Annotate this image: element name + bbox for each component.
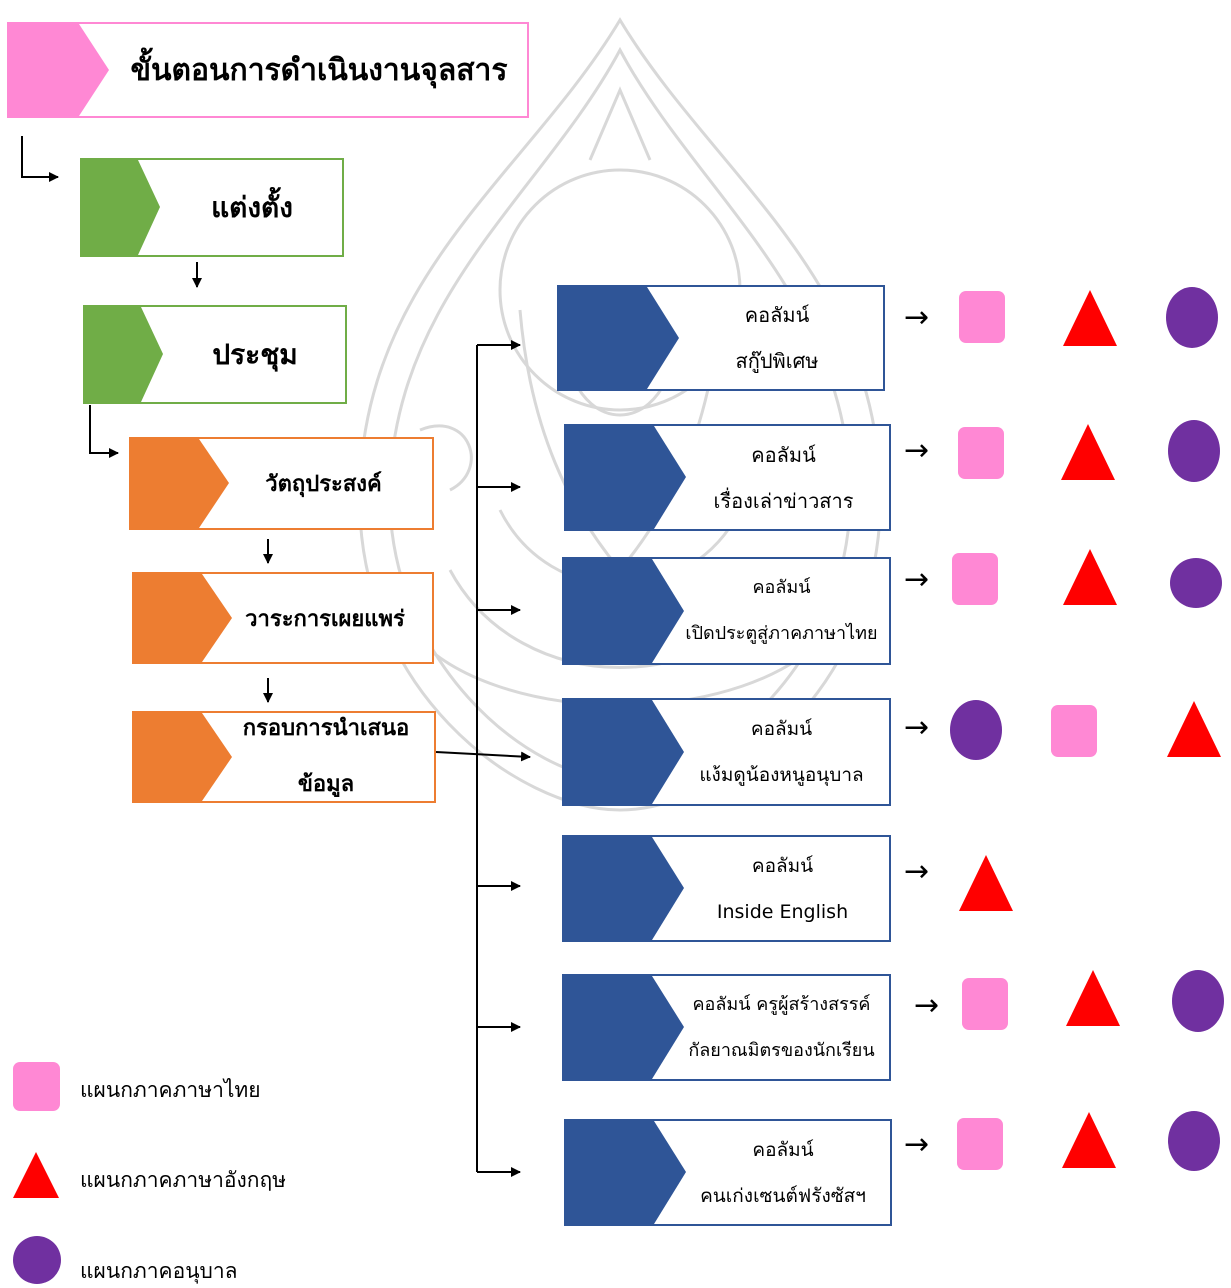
english-dept-triangle <box>959 855 1013 911</box>
column-text: คอลัมน์ สกู๊ปพิเศษ <box>669 287 885 389</box>
column-text: คอลัมน์ ครูผู้สร้างสรรค์ กัลยาณมิตรของนั… <box>672 976 891 1079</box>
meeting-chevron <box>85 307 163 402</box>
column-line2: คนเก่งเซนต์ฟรังซัสฯ <box>700 1184 866 1207</box>
arrow-icon: → <box>904 854 930 889</box>
column-line1: คอลัมน์ <box>752 577 811 598</box>
english-dept-triangle <box>1167 701 1221 757</box>
column-line1: คอลัมน์ <box>750 718 813 740</box>
column-chevron <box>566 426 686 529</box>
english-dept-triangle <box>1063 549 1117 605</box>
page-title: ขั้นตอนการดำเนินงานจุลสาร <box>130 52 508 88</box>
column-chevron <box>564 559 684 663</box>
column-line1: คอลัมน์ <box>751 442 816 467</box>
column-line1: คอลัมน์ <box>752 1138 814 1161</box>
column-line2: เรื่องเล่าข่าวสาร <box>713 488 854 513</box>
arrow-icon: → <box>904 300 930 335</box>
legend-circle-icon <box>13 1236 61 1284</box>
column-box: คอลัมน์ แง้มดูน้องหนูอนุบาล <box>562 698 891 806</box>
arrow-icon: → <box>904 710 930 745</box>
thai-dept-square <box>959 291 1005 343</box>
agenda-label: วาระการเผยแพร่ <box>245 606 405 632</box>
column-line2: สกู๊ปพิเศษ <box>735 349 819 373</box>
column-chevron <box>559 287 679 389</box>
english-dept-triangle <box>1061 424 1115 480</box>
column-text: คอลัมน์ เรื่องเล่าข่าวสาร <box>676 426 891 529</box>
step-agenda: วาระการเผยแพร่ <box>132 572 434 664</box>
kindergarten-dept-circle <box>950 700 1002 760</box>
column-text: คอลัมน์ แง้มดูน้องหนูอนุบาล <box>672 700 891 804</box>
legend-label-thai: แผนกภาคภาษาไทย <box>80 1078 261 1102</box>
arrow-icon: → <box>904 433 930 468</box>
column-line1: คอลัมน์ ครูผู้สร้างสรรค์ <box>692 993 871 1015</box>
framework-line1: กรอบการนำเสนอ <box>242 716 410 741</box>
legend-triangle-icon <box>13 1152 59 1198</box>
appoint-chevron <box>82 160 160 255</box>
legend-label-kindergarten: แผนกภาคอนุบาล <box>80 1259 238 1283</box>
column-text: คอลัมน์ คนเก่งเซนต์ฟรังซัสฯ <box>674 1121 892 1224</box>
kindergarten-dept-circle <box>1168 420 1220 482</box>
column-box: คอลัมน์ ครูผู้สร้างสรรค์ กัลยาณมิตรของนั… <box>562 974 891 1081</box>
agenda-chevron <box>134 574 232 662</box>
kindergarten-dept-circle <box>1168 1111 1220 1171</box>
column-chevron <box>564 837 684 940</box>
step-meeting: ประชุม <box>83 305 347 404</box>
column-chevron <box>564 976 684 1079</box>
framework-label: กรอบการนำเสนอ ข้อมูล <box>214 713 438 801</box>
step-objective: วัตถุประสงค์ <box>129 437 434 530</box>
column-line1: คอลัมน์ <box>751 854 814 877</box>
column-box: คอลัมน์ Inside English <box>562 835 891 942</box>
thai-dept-square <box>958 427 1004 479</box>
legend-square-icon <box>13 1062 60 1111</box>
objective-chevron <box>131 439 229 528</box>
legend-label-english: แผนกภาคภาษาอังกฤษ <box>80 1168 287 1192</box>
arrow-icon: → <box>904 1127 930 1162</box>
english-dept-triangle <box>1066 970 1120 1026</box>
column-box: คอลัมน์ เรื่องเล่าข่าวสาร <box>564 424 891 531</box>
column-chevron <box>564 700 684 804</box>
step-appoint: แต่งตั้ง <box>80 158 344 257</box>
column-box: คอลัมน์ สกู๊ปพิเศษ <box>557 285 885 391</box>
title-box: ขั้นตอนการดำเนินงานจุลสาร <box>7 22 529 118</box>
objective-label: วัตถุประสงค์ <box>265 472 382 497</box>
title-chevron <box>9 24 109 116</box>
column-line2: กัลยาณมิตรของนักเรียน <box>688 1039 875 1061</box>
thai-dept-square <box>957 1118 1003 1170</box>
framework-line2: ข้อมูล <box>297 772 355 797</box>
english-dept-triangle <box>1063 290 1117 346</box>
english-dept-triangle <box>1062 1112 1116 1168</box>
column-text: คอลัมน์ Inside English <box>674 837 891 940</box>
column-line2: แง้มดูน้องหนูอนุบาล <box>699 764 864 786</box>
appoint-label: แต่งตั้ง <box>211 190 293 224</box>
kindergarten-dept-circle <box>1166 287 1218 348</box>
thai-dept-square <box>962 978 1008 1030</box>
kindergarten-dept-circle <box>1170 558 1222 608</box>
column-line2: เปิดประตูสู่ภาคภาษาไทย <box>685 623 878 644</box>
column-box: คอลัมน์ เปิดประตูสู่ภาคภาษาไทย <box>562 557 891 665</box>
thai-dept-square <box>952 553 998 605</box>
column-chevron <box>566 1121 686 1224</box>
kindergarten-dept-circle <box>1172 970 1224 1032</box>
arrow-icon: → <box>914 988 940 1023</box>
step-framework: กรอบการนำเสนอ ข้อมูล <box>132 711 436 803</box>
arrow-icon: → <box>904 562 930 597</box>
column-line2: Inside English <box>716 900 849 923</box>
thai-dept-square <box>1051 705 1097 757</box>
framework-chevron <box>134 713 232 801</box>
column-line1: คอลัมน์ <box>744 303 810 327</box>
column-text: คอลัมน์ เปิดประตูสู่ภาคภาษาไทย <box>672 559 891 663</box>
meeting-label: ประชุม <box>212 337 298 371</box>
column-box: คอลัมน์ คนเก่งเซนต์ฟรังซัสฯ <box>564 1119 892 1226</box>
